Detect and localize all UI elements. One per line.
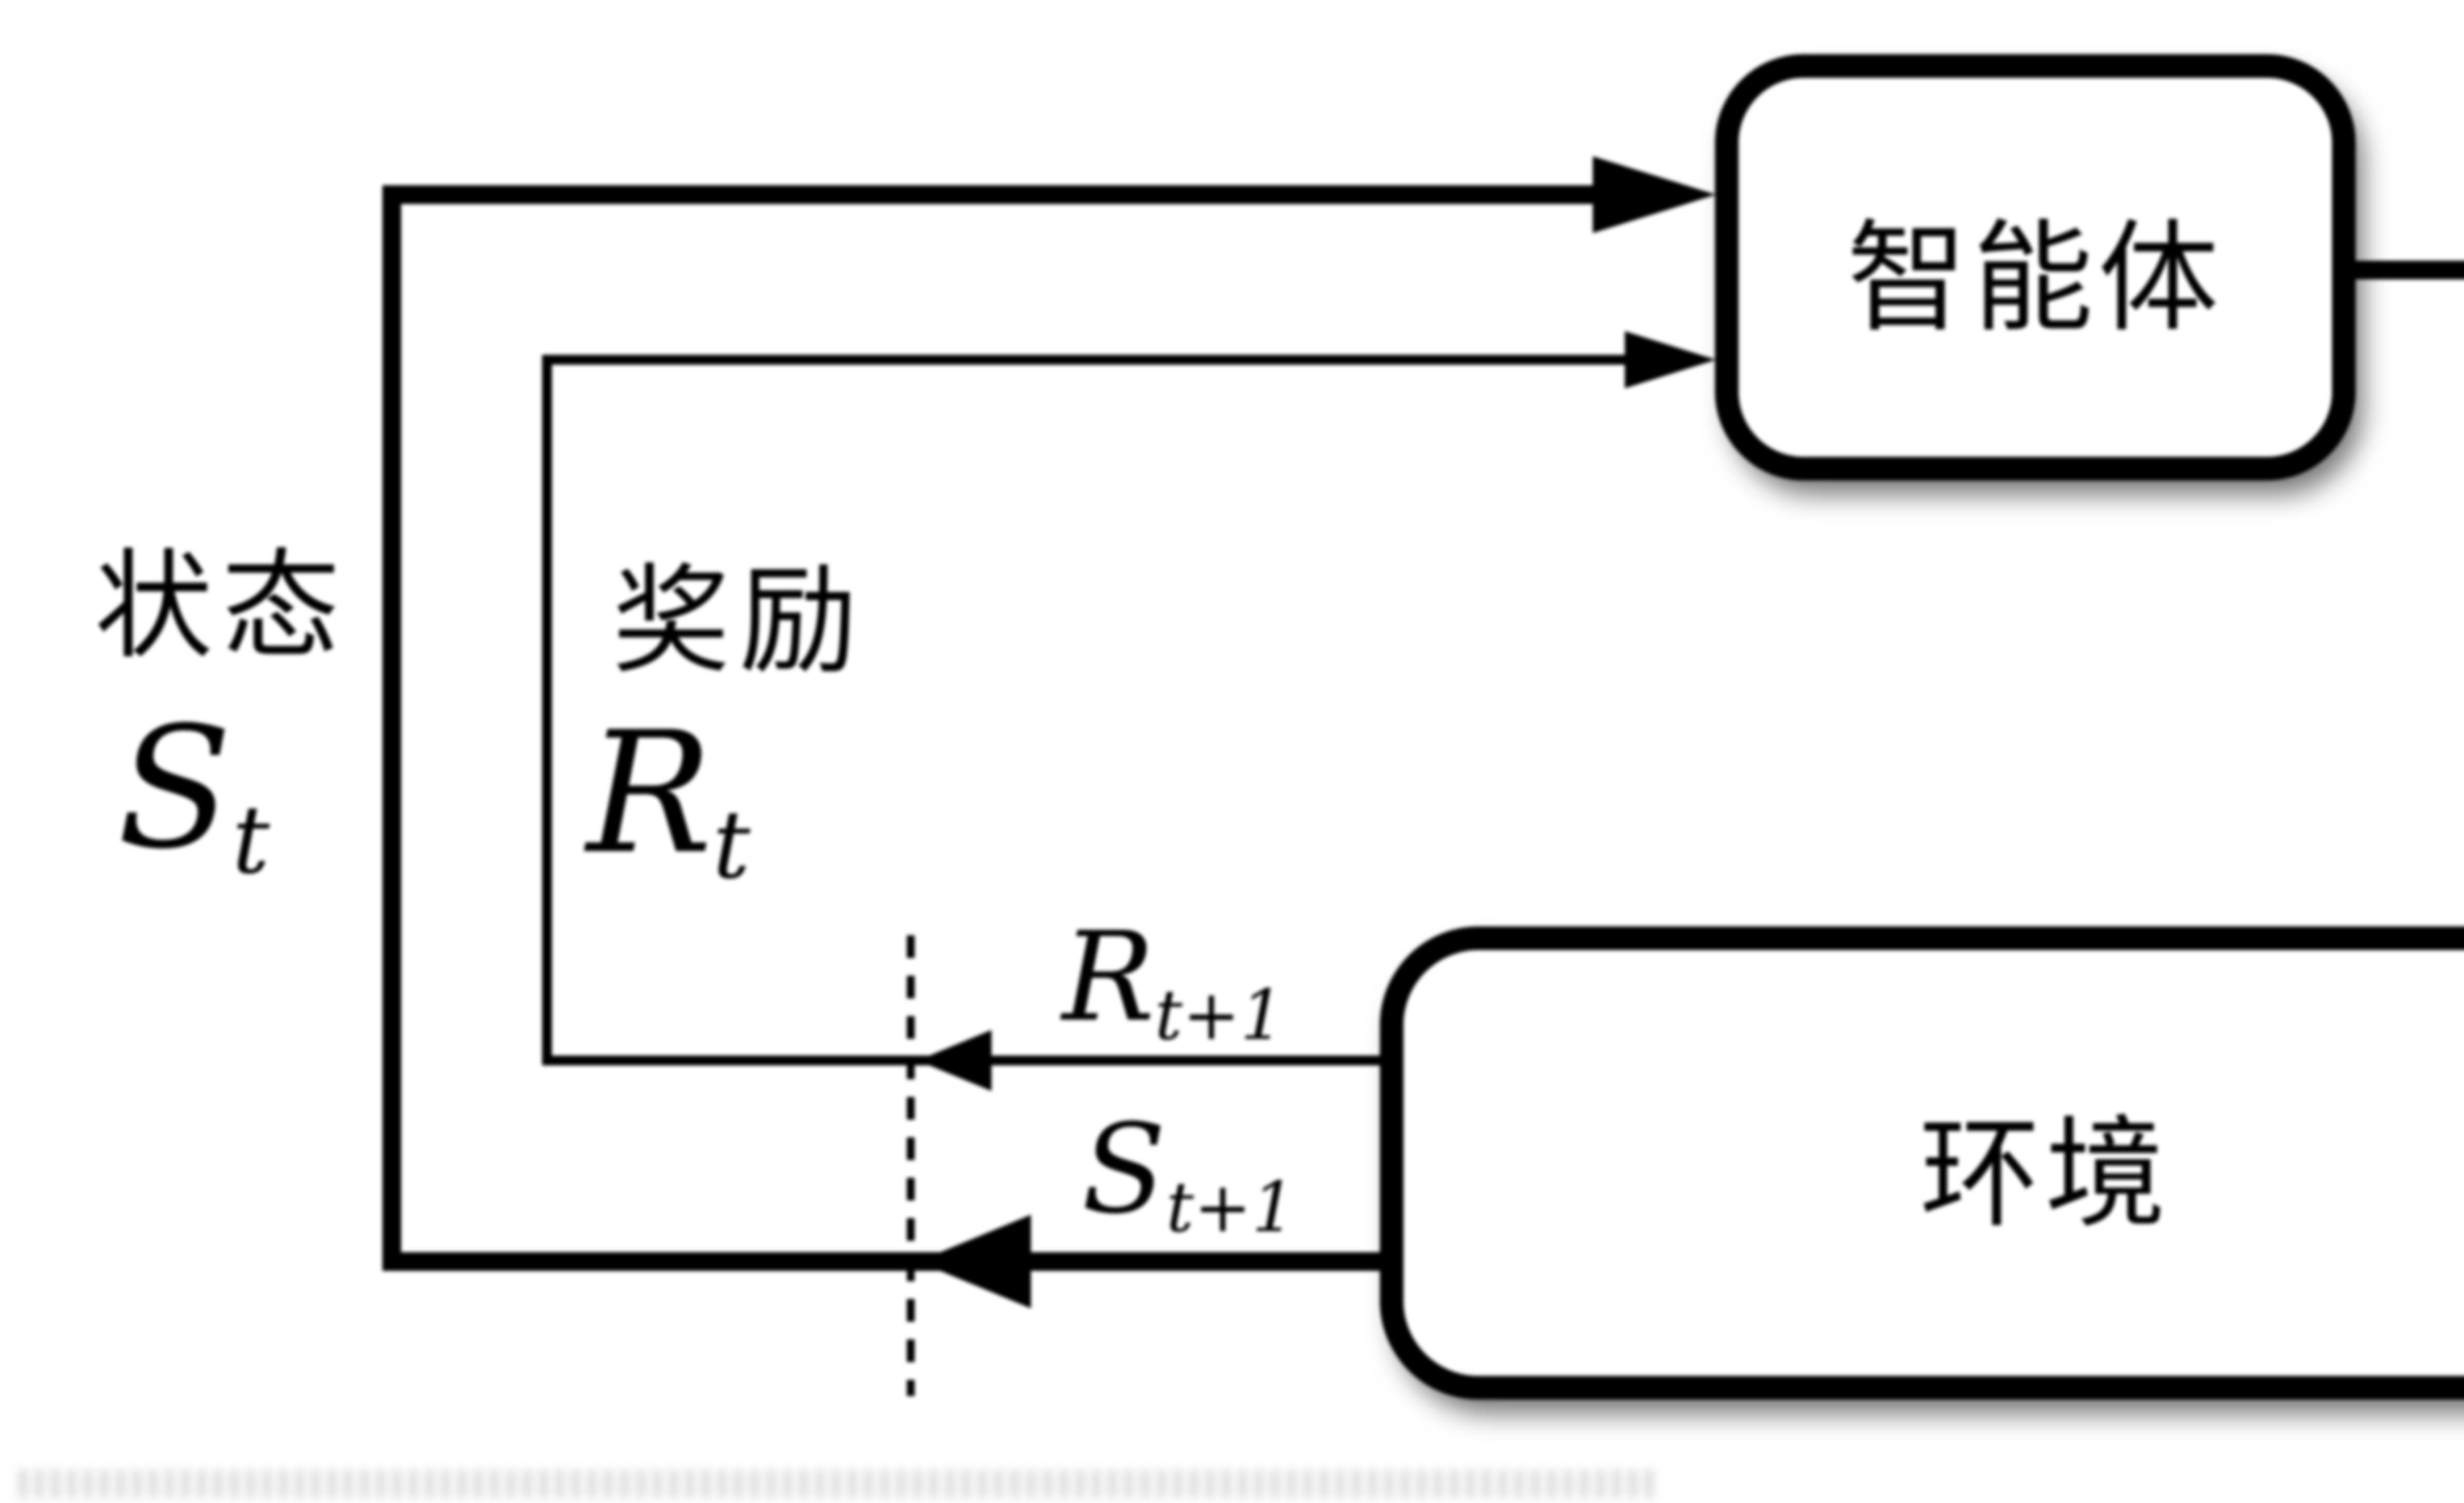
next-reward-symbol: Rt+1 <box>1062 916 1284 1050</box>
reward-arrowhead-icon <box>1625 331 1716 388</box>
reward-symbol-sub: t <box>713 790 751 900</box>
agent-box-label: 智能体 <box>1847 212 2224 346</box>
next-reward-symbol-sub: t+1 <box>1155 975 1284 1056</box>
environment-box-label: 环境 <box>1919 1108 2171 1242</box>
state-feedback-line-top <box>382 185 1602 204</box>
state-symbol: St <box>117 705 270 887</box>
state-arrowhead-icon <box>1593 156 1716 233</box>
next-state-line <box>382 1252 1429 1271</box>
bottom-text-smudge <box>20 1469 1656 1498</box>
next-reward-arrowhead-icon <box>918 1030 992 1091</box>
reward-symbol: Rt <box>586 710 751 892</box>
reward-label: 奖励 <box>612 556 866 687</box>
next-state-symbol-base: S <box>1082 1097 1166 1241</box>
reward-feedback-line-top <box>542 355 1631 365</box>
next-state-arrowhead-icon <box>918 1215 1031 1308</box>
reward-feedback-line-vertical <box>542 355 552 1065</box>
state-symbol-sub: t <box>232 785 270 895</box>
environment-box: 环境 <box>1380 926 2464 1400</box>
reward-symbol-base: R <box>586 696 713 891</box>
time-step-dashed-line <box>907 935 915 1396</box>
agent-box: 智能体 <box>1715 54 2356 480</box>
action-line-top <box>2346 261 2464 279</box>
next-state-symbol: St+1 <box>1082 1108 1296 1242</box>
state-label: 状态 <box>95 542 349 673</box>
state-symbol-base: S <box>117 691 232 886</box>
next-state-symbol-sub: t+1 <box>1166 1167 1296 1248</box>
next-reward-symbol-base: R <box>1062 905 1155 1049</box>
state-feedback-line-vertical <box>382 185 401 1271</box>
